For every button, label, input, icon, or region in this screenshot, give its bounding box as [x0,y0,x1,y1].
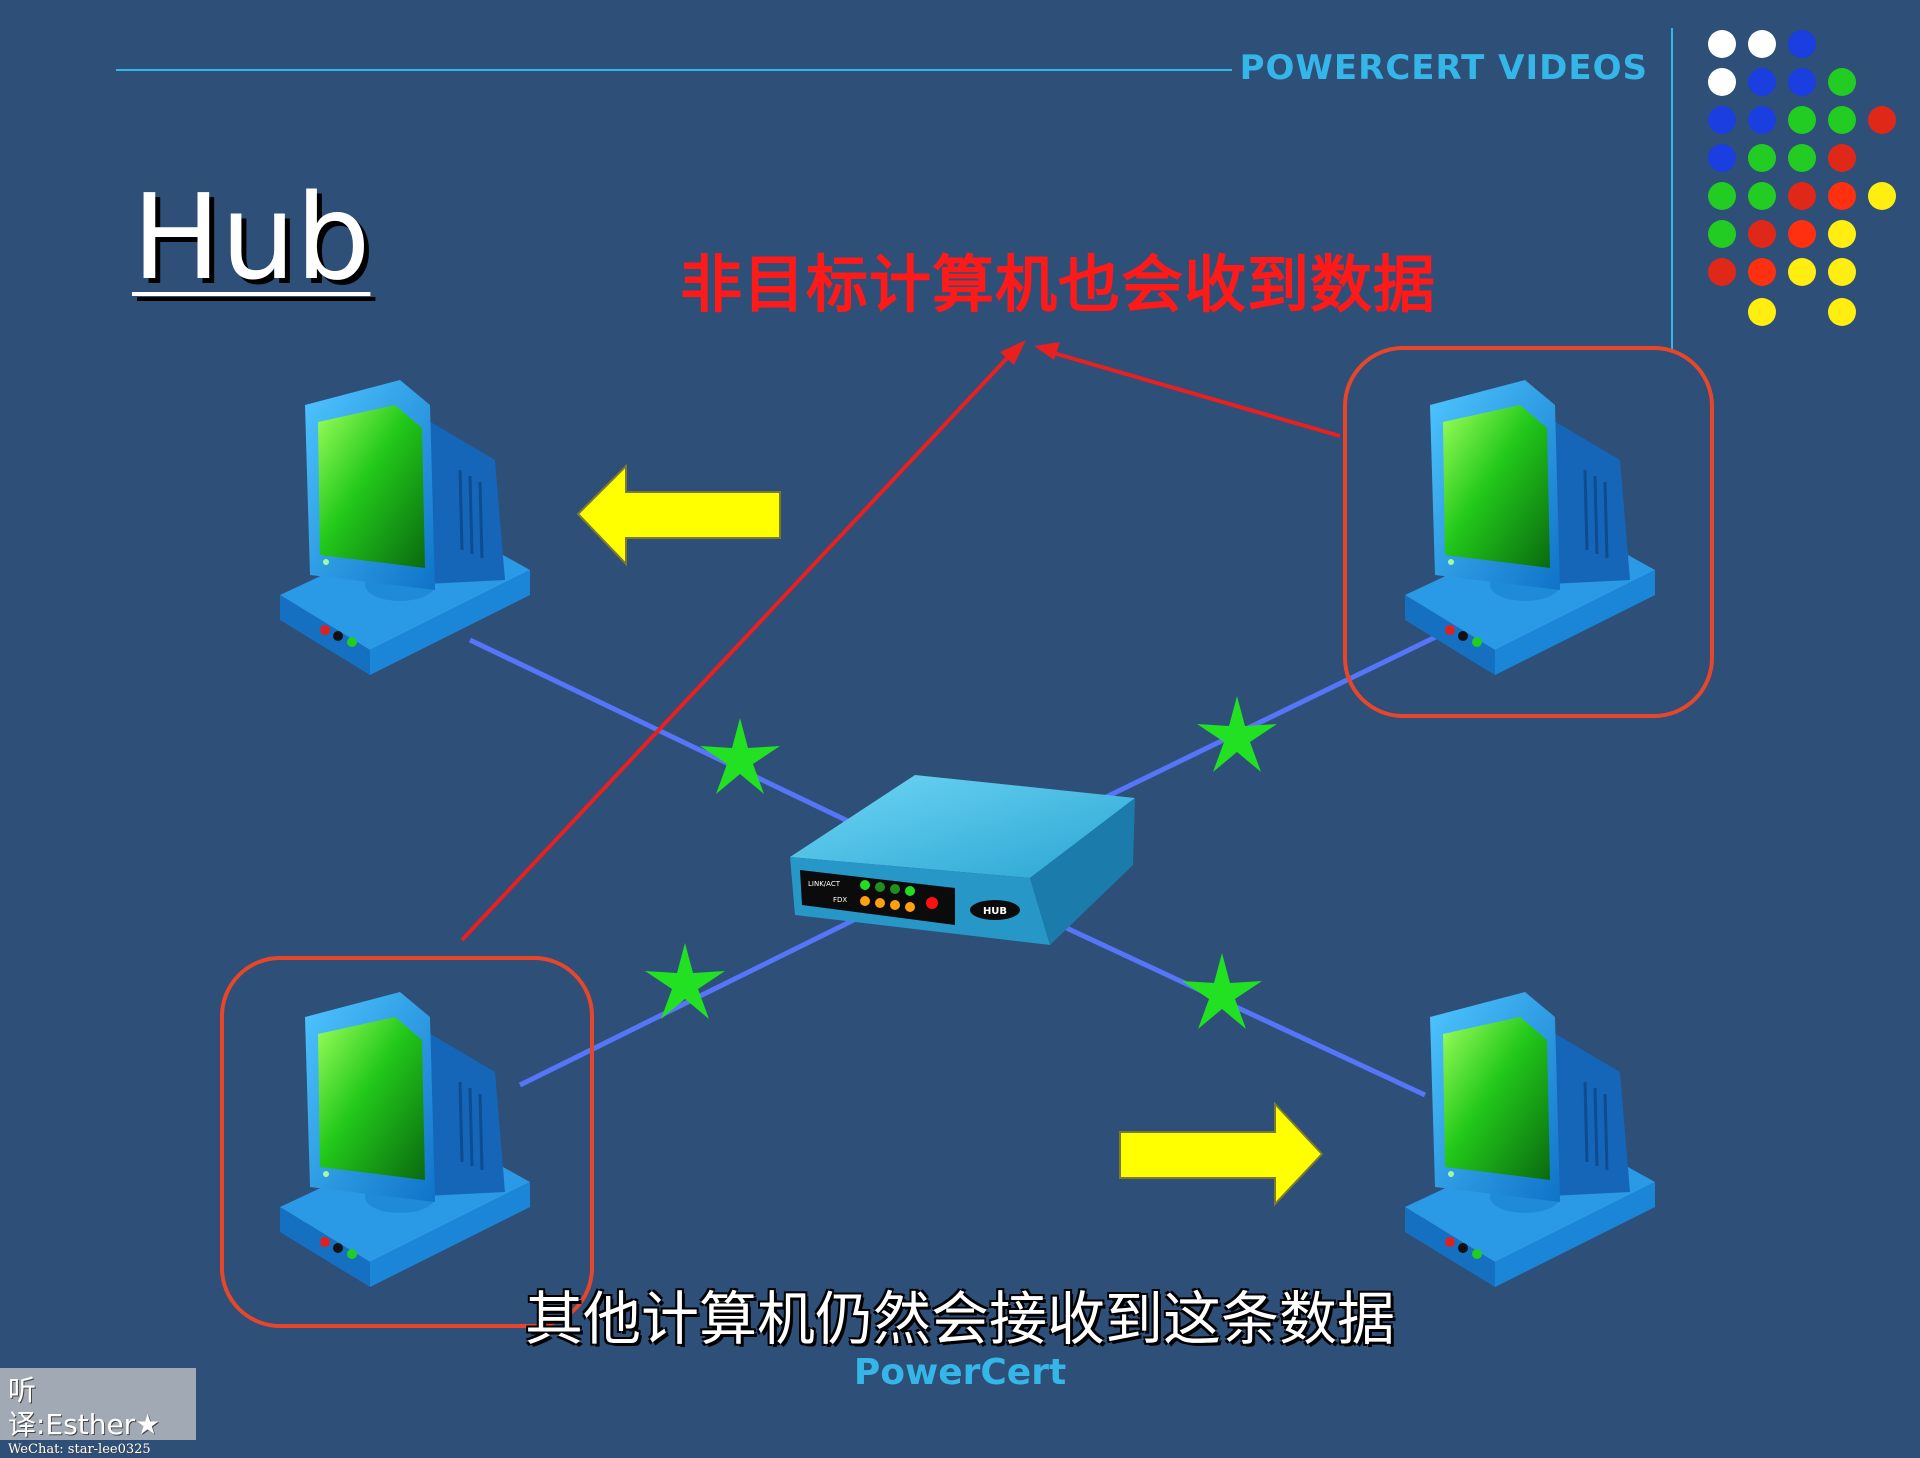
highlight-box-top-right [1343,346,1714,718]
brand-header: POWERCERT VIDEOS [1239,48,1648,88]
network-hub-icon [790,775,1135,945]
star-burst-icon [1182,953,1262,1029]
callout-text: 非目标计算机也会收到数据 [680,248,1437,321]
video-subtitle: 其他计算机仍然会接收到这条数据 [524,1285,1395,1353]
watermark-name: 听译:Esther★ [8,1374,161,1441]
arrow-left-icon [576,463,781,567]
highlight-box-bottom-left [220,956,594,1328]
star-burst-icon [1197,696,1277,772]
hub-panel-label-link: LINK/ACT [808,880,841,888]
arrow-right-icon [1119,1101,1324,1207]
slide-title: Hub [132,168,371,306]
hub-label: HUB [983,906,1007,917]
computer-icon [1403,378,1657,677]
callout-pointers [460,340,1341,942]
computer-icon [1403,990,1657,1289]
translator-watermark: 听译:Esther★ WeChat: star-lee0325 [0,1368,196,1457]
computer-icon [278,990,532,1289]
cable-bottom-right [1058,922,1427,1098]
computer-icon [278,378,532,677]
star-burst-icon [645,943,725,1019]
decorative-dots [1708,30,1896,326]
watermark-wechat: WeChat: star-lee0325 [8,1442,151,1457]
cable-top-right [1098,627,1452,803]
hub-panel-label-fdx: FDX [833,896,847,904]
footer-brand: PowerCert [853,1352,1067,1393]
